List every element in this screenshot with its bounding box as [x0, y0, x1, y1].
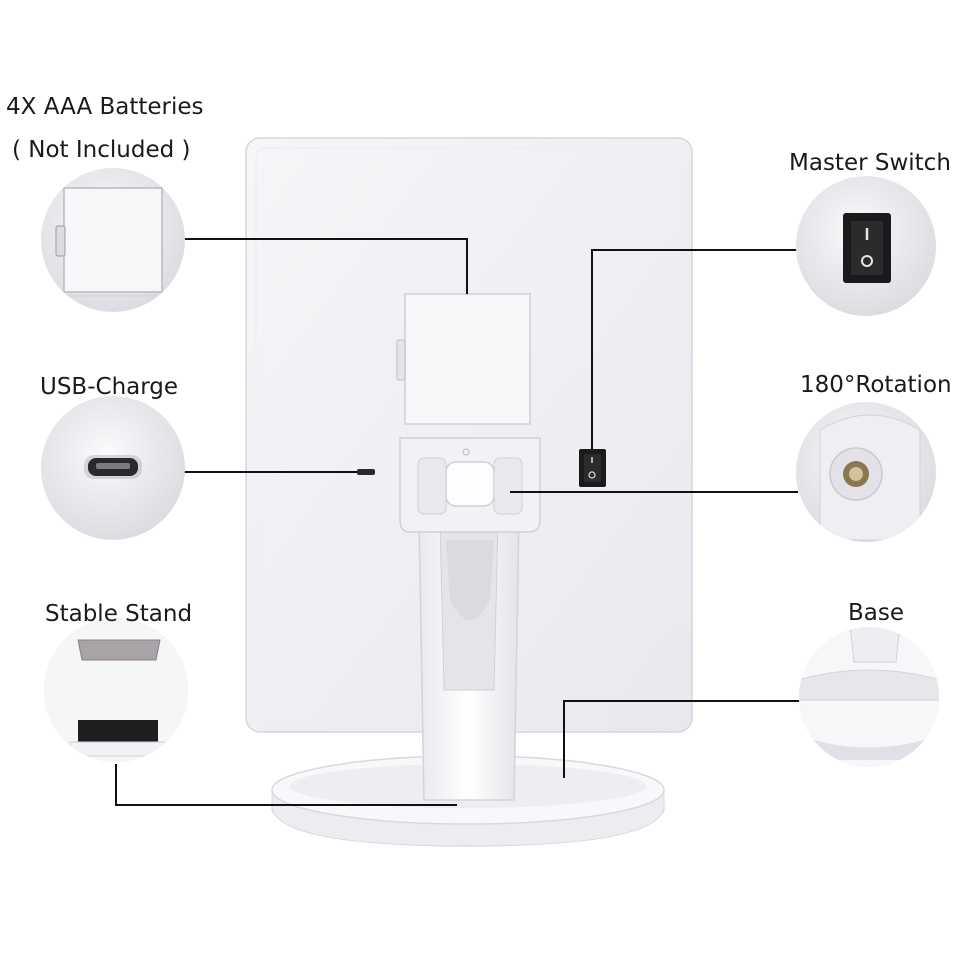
base-detail-circle [799, 627, 939, 767]
stand-arm [417, 459, 521, 801]
callout-line-stand [115, 764, 457, 806]
callout-lines [115, 238, 800, 806]
hinge [399, 437, 541, 533]
usb-detail-circle [41, 396, 185, 540]
battery-cover [396, 293, 531, 425]
batteries-label-line1: 4X AAA Batteries [6, 94, 204, 120]
batteries-label-line2: ( Not Included ) [12, 137, 191, 163]
rotation-detail-circle [796, 402, 936, 542]
stand-foot-detail-circle [44, 618, 188, 762]
rotation-label: 180°Rotation [800, 372, 952, 398]
usb-charge-label: USB-Charge [40, 374, 179, 400]
switch-detail-circle [796, 176, 936, 316]
master-switch-label: Master Switch [789, 150, 951, 176]
battery-detail-circle [41, 168, 185, 312]
callout-line-batteries [184, 238, 468, 294]
stable-stand-label: Stable Stand [45, 601, 193, 627]
callout-line-base [563, 700, 800, 778]
usb-port [357, 469, 375, 475]
rocker-switch [579, 449, 606, 487]
callout-line-master-switch [591, 249, 798, 449]
base-label: Base [848, 600, 905, 626]
